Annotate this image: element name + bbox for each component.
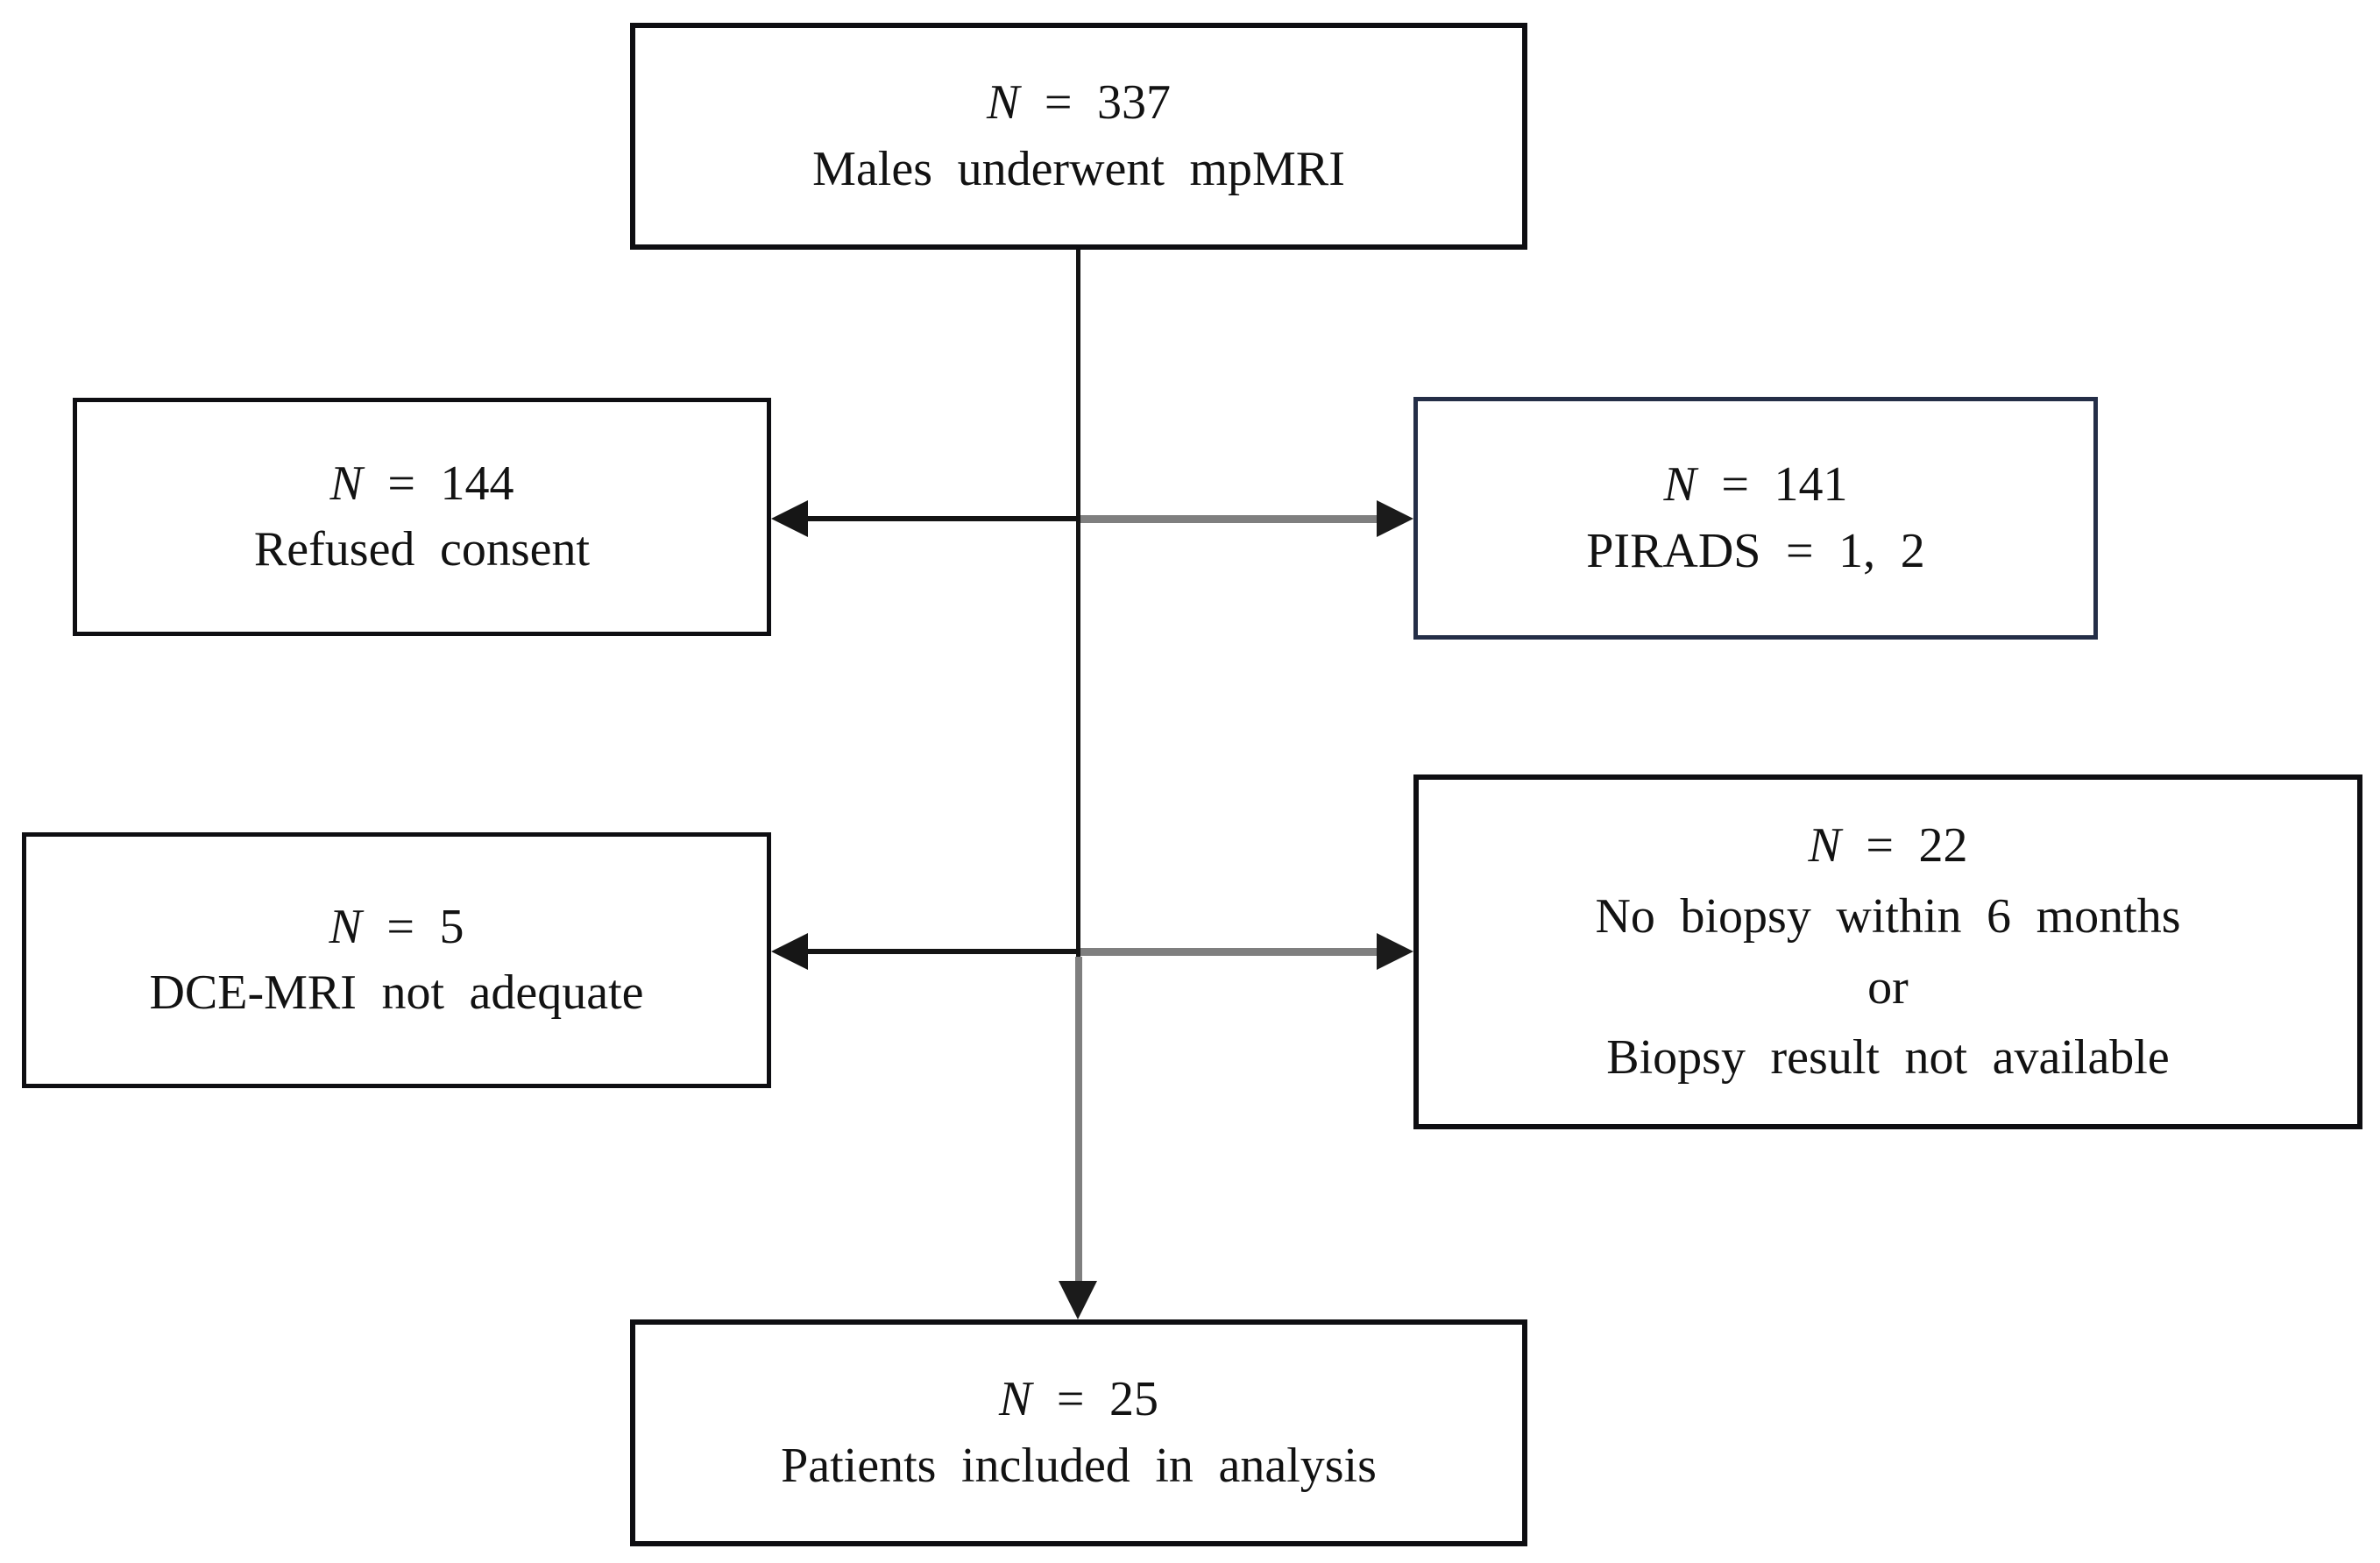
box-label: PIRADS = 1, 2 (1586, 523, 1925, 578)
connector-row1-left-shaft (804, 516, 1078, 521)
n-variable: N (329, 456, 363, 511)
box-n-line: N = 337 (987, 70, 1171, 136)
box-label: Refused consent (253, 522, 591, 576)
box-label: or (1867, 959, 1909, 1015)
arrowhead-left-icon (771, 933, 808, 970)
box-label: Patients included in analysis (781, 1438, 1377, 1493)
box-n-line: N = 25 (999, 1367, 1158, 1432)
box-n-line: N = 141 (1663, 452, 1847, 518)
flow-box-pirads-1-2: N = 141 PIRADS = 1, 2 (1413, 397, 2098, 640)
n-value: = 25 (1031, 1372, 1159, 1427)
arrowhead-right-icon (1377, 500, 1413, 537)
n-variable: N (986, 75, 1020, 131)
connector-row2-right-shaft (1080, 948, 1380, 956)
flow-box-males-underwent-mpmri: N = 337 Males underwent mpMRI (630, 23, 1527, 250)
box-label: No biopsy within 6 months (1595, 888, 2181, 944)
arrowhead-left-icon (771, 500, 808, 537)
box-label: Males underwent mpMRI (812, 141, 1345, 196)
box-n-line: N = 144 (329, 451, 514, 517)
connector-row1-right-shaft (1080, 515, 1380, 523)
flow-box-dce-mri-not-adequate: N = 5 DCE-MRI not adequate (22, 832, 771, 1088)
n-value: = 337 (1019, 75, 1172, 131)
n-variable: N (998, 1372, 1032, 1427)
flow-box-patients-included-in-analysis: N = 25 Patients included in analysis (630, 1319, 1527, 1546)
flow-box-no-biopsy-or-result-unavailable: N = 22 No biopsy within 6 months or Biop… (1413, 774, 2362, 1129)
n-value: = 141 (1696, 457, 1848, 513)
n-variable: N (1663, 457, 1696, 513)
connector-vertical-line-lower (1075, 957, 1082, 1283)
n-value: = 22 (1840, 818, 1968, 873)
arrowhead-down-icon (1059, 1281, 1097, 1319)
box-label: DCE-MRI not adequate (149, 965, 644, 1020)
n-variable: N (1808, 818, 1841, 873)
connector-row2-left-shaft (804, 949, 1078, 954)
n-value: = 144 (362, 456, 514, 511)
arrowhead-right-icon (1377, 933, 1413, 970)
n-value: = 5 (361, 899, 464, 954)
box-n-line: N = 5 (329, 895, 464, 960)
box-n-line: N = 22 (1808, 810, 1967, 881)
box-label: Biopsy result not available (1606, 1030, 2170, 1086)
flow-box-refused-consent: N = 144 Refused consent (73, 398, 771, 636)
n-variable: N (329, 899, 362, 954)
connector-vertical-line-upper (1076, 250, 1080, 957)
